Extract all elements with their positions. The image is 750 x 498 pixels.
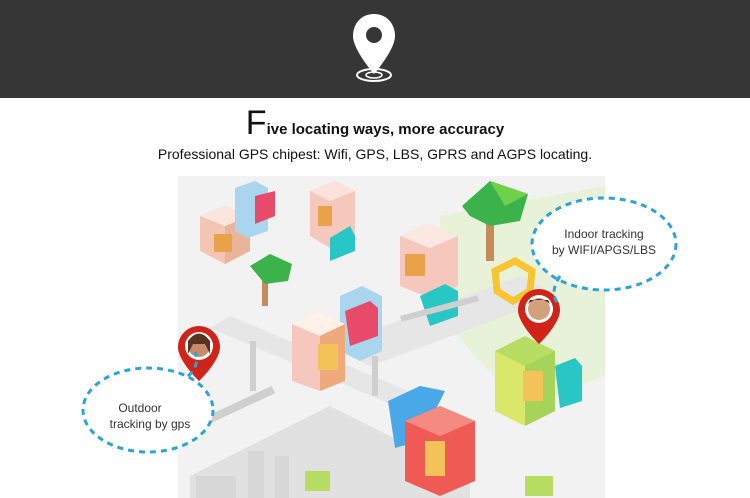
- building: [388, 386, 475, 496]
- headline-text: ive locating ways, more accuracy: [266, 121, 505, 138]
- building: [200, 181, 275, 264]
- location-pin-icon: [353, 14, 395, 82]
- building: [196, 451, 289, 498]
- person-pin-outdoor: [178, 326, 220, 381]
- building: [400, 224, 458, 326]
- tree: [462, 181, 528, 261]
- fence: [190, 295, 479, 432]
- indoor-callout-line2: by WIFI/APGS/LBS: [552, 243, 656, 257]
- building: [292, 286, 382, 391]
- headline-initial: F: [245, 104, 267, 142]
- tree: [250, 254, 292, 306]
- person-pin-indoor: [518, 289, 560, 344]
- city-illustration: Indoor tracking by WIFI/APGS/LBS Outdoor…: [81, 176, 678, 498]
- building: [310, 181, 355, 261]
- headline: Five locating ways, more accuracy: [0, 104, 750, 143]
- outdoor-tracking-callout: Outdoor tracking by gps: [81, 351, 215, 454]
- outdoor-callout-line2: tracking by gps: [110, 417, 191, 431]
- outdoor-callout-line1: Outdoor: [118, 401, 161, 415]
- subtitle: Professional GPS chipest: Wifi, GPS, LBS…: [157, 146, 593, 162]
- header-bar: [0, 0, 750, 98]
- geofence-marker: [491, 257, 536, 306]
- indoor-tracking-callout: Indoor tracking by WIFI/APGS/LBS: [530, 196, 678, 308]
- indoor-callout-line1: Indoor tracking: [564, 227, 643, 241]
- building: [495, 336, 582, 426]
